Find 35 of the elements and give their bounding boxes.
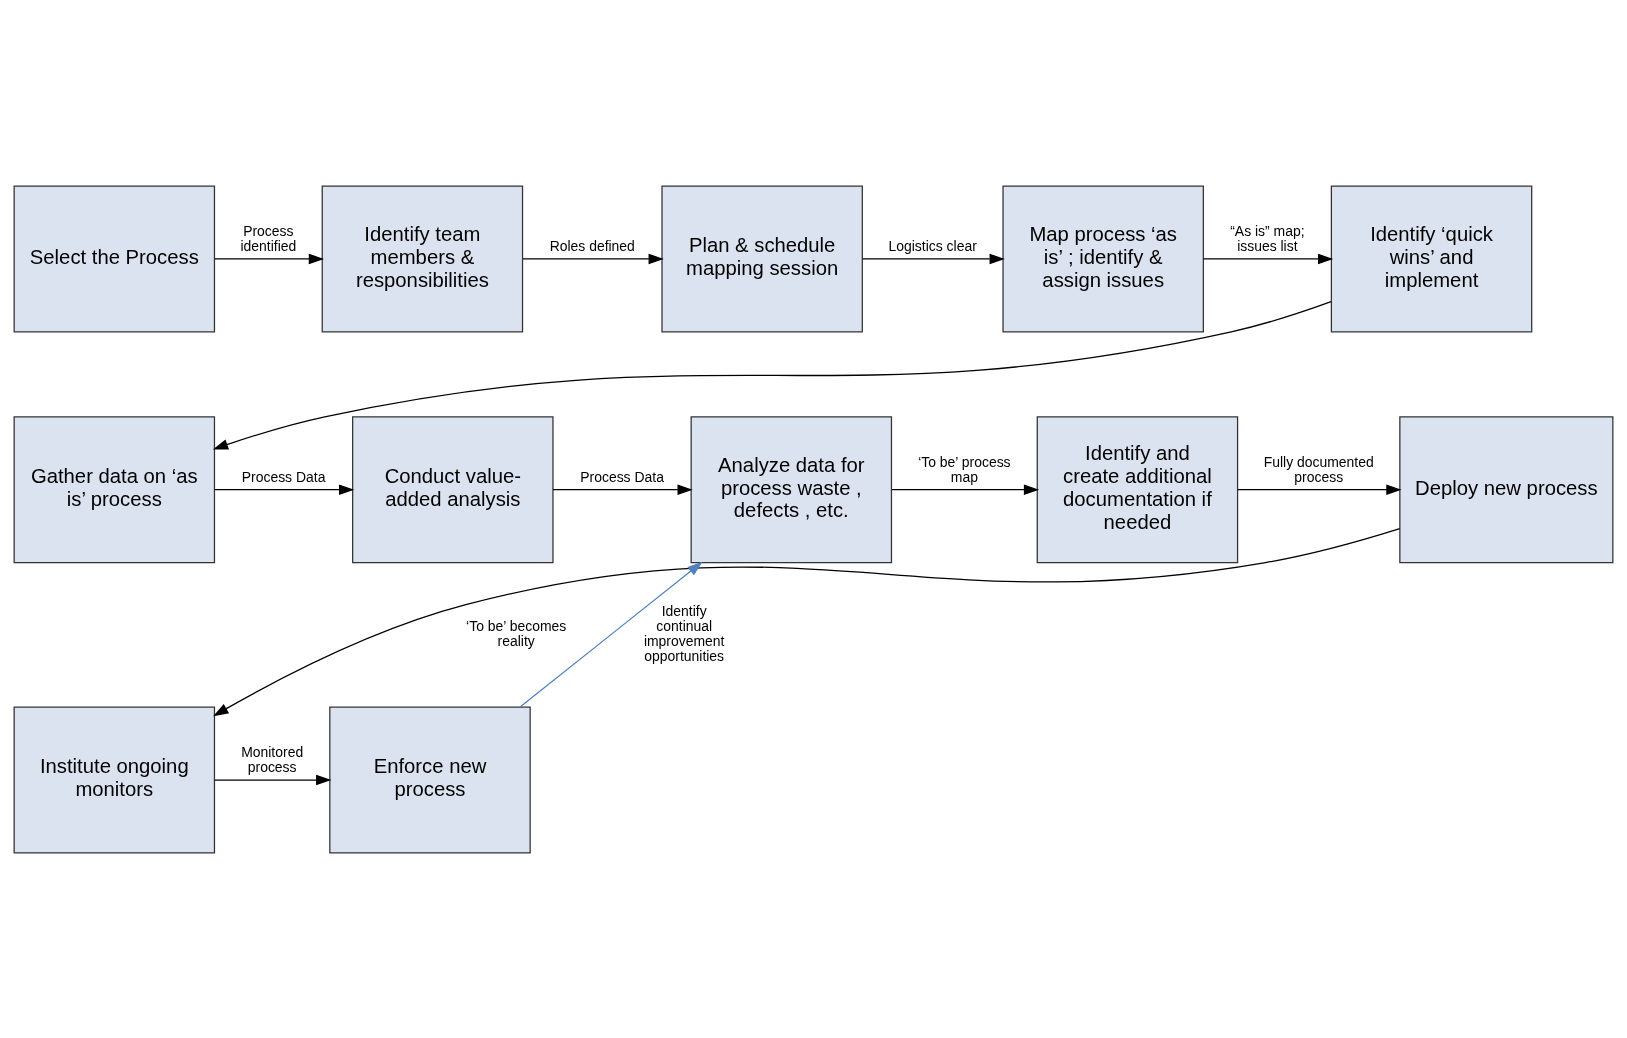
edge-label: Roles defined xyxy=(549,237,635,254)
node-box: Analyze data for process waste , defects , etc. xyxy=(690,415,893,563)
edge-label: “As is” map; issues list xyxy=(1230,222,1305,254)
arrow xyxy=(1237,483,1402,495)
edge-label: Process identified xyxy=(240,222,297,254)
arrow xyxy=(891,483,1040,495)
node-box: Gather data on ‘as is’ process xyxy=(13,415,216,563)
edge-label: Process Data xyxy=(580,468,664,485)
arrow xyxy=(552,483,693,495)
edge-label: Logistics clear xyxy=(888,237,977,254)
arrow xyxy=(214,253,324,264)
arrow xyxy=(522,253,664,264)
node-box: Enforce new process xyxy=(329,706,531,854)
node-box: Institute ongoing monitors xyxy=(13,706,216,854)
arrow xyxy=(212,300,1332,450)
arrow xyxy=(519,561,703,707)
node-box: Deploy new process xyxy=(1399,415,1614,563)
edge-label: Fully documented process xyxy=(1263,453,1374,485)
node-box: Plan & schedule mapping session xyxy=(661,184,863,332)
edge-label: Identify continual improvement opportunities xyxy=(643,602,725,664)
edge-label: Process Data xyxy=(241,468,326,485)
edge-label: ‘To be’ becomes reality xyxy=(466,617,567,649)
arrow xyxy=(213,527,1401,716)
arrow xyxy=(1202,253,1334,264)
node-box: Identify ‘quick wins’ and implement xyxy=(1330,184,1533,332)
arrow xyxy=(862,253,1005,264)
edge-label: ‘To be’ process map xyxy=(918,453,1011,485)
node-box: Conduct value-added analysis xyxy=(352,415,554,563)
node-box: Identify team members & responsibilities xyxy=(321,184,524,332)
arrow xyxy=(214,774,332,785)
arrow xyxy=(213,483,355,495)
node-box: Identify and create additional documentation if needed xyxy=(1036,415,1239,563)
edge-label: Monitored process xyxy=(241,743,304,775)
node-box: Select the Process xyxy=(13,184,216,332)
node-box: Map process ‘as is’ ; identify & assign issues xyxy=(1002,184,1204,332)
